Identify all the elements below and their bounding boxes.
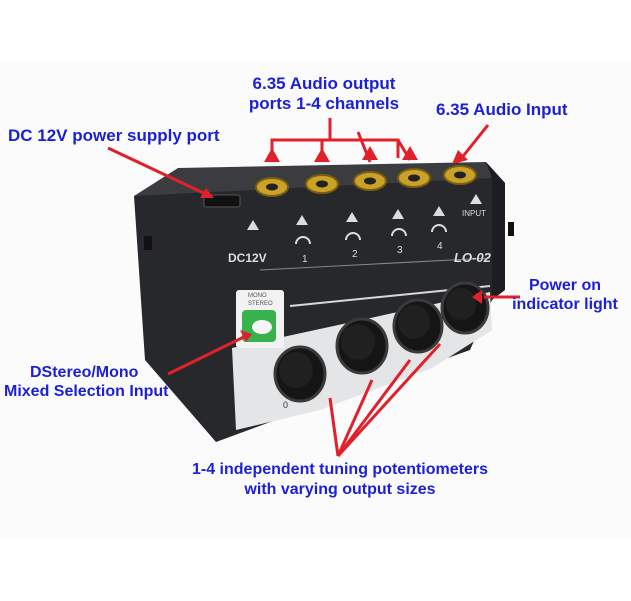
arrow-dc-line <box>107 146 213 199</box>
switch-toggle[interactable] <box>252 320 272 334</box>
stereo-mono-line1: DStereo/Mono <box>30 364 139 381</box>
scale-zero-label: 0 <box>283 400 288 410</box>
audio-input-label: 6.35 Audio Input <box>436 100 568 119</box>
headphone-icon-2 <box>345 232 361 241</box>
arrow-knob2-line <box>336 379 374 457</box>
stereo-mono-label: DStereo/Mono Mixed Selection Input <box>4 363 168 401</box>
knob-3[interactable] <box>392 298 444 354</box>
knob-1[interactable] <box>273 345 327 403</box>
arrow-heads <box>200 146 482 342</box>
model-label: LO-02 <box>454 250 492 265</box>
arrow-knob1-line <box>328 397 340 457</box>
arrow-input-line <box>458 124 490 161</box>
output-jack-3[interactable] <box>353 171 387 191</box>
output-ports-line1: 6.35 Audio output <box>252 74 396 93</box>
power-indicator-line2: indicator light <box>512 296 618 313</box>
dc-label: DC12V <box>228 251 267 265</box>
panel-trim-line <box>259 257 491 271</box>
stereo-mono-line2: Mixed Selection Input <box>4 383 169 400</box>
switch-stereo-label: STEREO <box>248 301 273 307</box>
knob-2[interactable] <box>335 317 389 375</box>
arrowhead-port4 <box>402 146 418 160</box>
switch-mono-label: MONO <box>248 293 267 299</box>
arrow-knob4-line <box>336 342 442 458</box>
potentiometers-label: 1-4 independent tuning potentiometers wi… <box>150 460 530 500</box>
potentiometers-line1: 1-4 independent tuning potentiometers <box>191 461 488 478</box>
input-jack[interactable] <box>443 165 477 185</box>
arrow-knob3-line <box>336 359 412 457</box>
output-ports-line2: ports 1-4 channels <box>248 94 400 113</box>
arrowhead-input <box>452 150 468 164</box>
port1-triangle-icon <box>296 215 308 225</box>
side-clip-right <box>508 222 514 236</box>
arrow-switch-line <box>167 332 251 376</box>
arrowhead-dc <box>200 188 214 198</box>
arrowhead-port2 <box>314 148 330 162</box>
input-label: INPUT <box>462 209 486 218</box>
dc-triangle-icon <box>247 220 259 230</box>
input-triangle-icon <box>470 194 482 204</box>
output-jack-1[interactable] <box>255 177 289 197</box>
headphone-icon-3 <box>391 228 407 237</box>
port-number-3: 3 <box>397 245 403 256</box>
arrowhead-port1 <box>264 148 280 162</box>
headphone-icon-1 <box>295 236 311 245</box>
port3-triangle-icon <box>392 209 404 219</box>
port-number-4: 4 <box>437 241 443 252</box>
power-indicator-label: Power on indicator light <box>502 276 628 314</box>
potentiometers-line2: with varying output sizes <box>244 481 436 498</box>
arrowhead-power <box>472 290 482 304</box>
device-side-face <box>486 162 505 300</box>
port-number-2: 2 <box>352 249 358 260</box>
port2-triangle-icon <box>346 212 358 222</box>
dc-power-label: DC 12V power supply port <box>8 126 220 145</box>
power-indicator-line1: Power on <box>528 277 601 294</box>
output-ports-label: 6.35 Audio output ports 1-4 channels <box>236 74 412 114</box>
port-number-1: 1 <box>302 254 308 265</box>
headphone-icon-4 <box>431 224 447 233</box>
arrowhead-port3 <box>362 146 378 160</box>
port4-triangle-icon <box>433 206 445 216</box>
output-jack-2[interactable] <box>305 174 339 194</box>
output-jack-4[interactable] <box>397 168 431 188</box>
side-clip-left <box>144 236 152 250</box>
arrowhead-switch <box>240 330 252 342</box>
knob-4[interactable] <box>440 281 490 335</box>
device-front-face <box>134 178 492 442</box>
